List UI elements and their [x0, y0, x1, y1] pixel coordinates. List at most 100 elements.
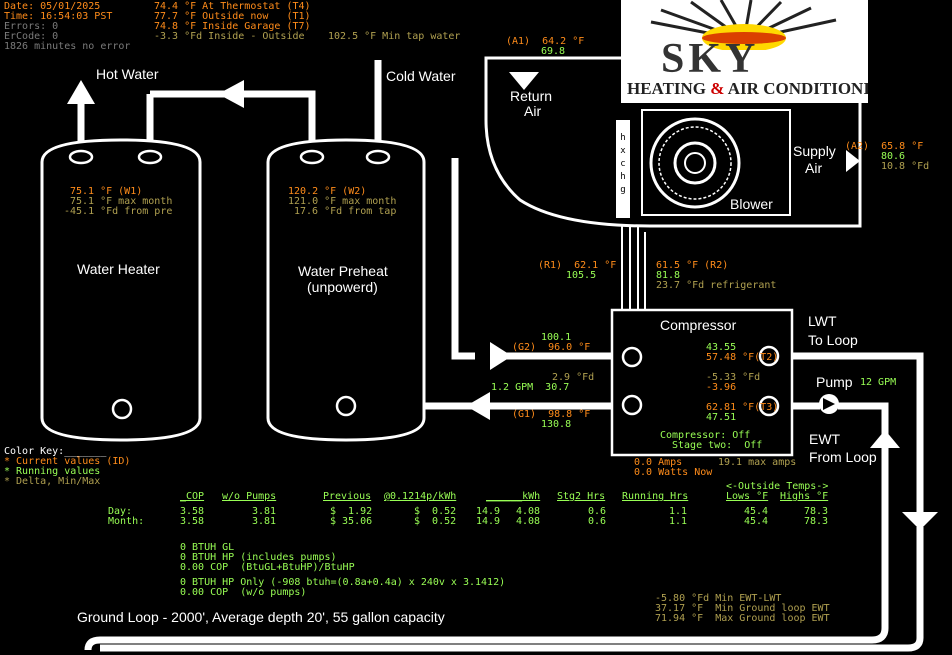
w1-max: 75.1 °F max month — [70, 196, 173, 207]
water-preheat-label-1: Water Preheat — [298, 263, 388, 279]
day-kwh1: 14.9 — [476, 506, 501, 517]
r1-running: 105.5 — [566, 270, 597, 281]
btuh-gl: 0 BTUH GL — [180, 542, 235, 553]
g2-running: 100.1 — [541, 332, 572, 343]
g2-temp: (G2) 96.0 °F — [512, 342, 591, 353]
w2-delta: 17.6 °Fd from tap — [294, 206, 397, 217]
water-preheat-label-2: (unpowerd) — [307, 279, 378, 295]
color-key-delta: * Delta, Min/Max — [4, 476, 101, 487]
max-amps: 19.1 max amps — [718, 457, 797, 468]
t2-temp: 57.48 °F(T2) — [706, 352, 779, 363]
g2-flow-arrow — [490, 342, 512, 370]
blower-label: Blower — [730, 196, 773, 212]
watts: 0.0 Watts Now — [634, 467, 713, 478]
pump-label: Pump — [816, 374, 853, 390]
month-high: 78.3 — [804, 516, 829, 527]
supply-air-label-2: Air — [805, 160, 823, 176]
t3-temp: 62.81 °F(T3) — [706, 402, 779, 413]
month-prev: $ 35.06 — [330, 516, 373, 527]
g1-flow-arrow — [466, 392, 490, 420]
t-delta: -5.33 °Fd — [706, 372, 761, 383]
day-rate: $ 0.52 — [414, 506, 457, 517]
company-logo: SKY HEATING & AIR CONDITIONING — [621, 0, 868, 103]
g1-running: 130.8 — [541, 419, 572, 430]
row-month-label: Month: — [108, 516, 145, 527]
hot-water-arrow — [67, 80, 95, 104]
g-delta: 2.9 °Fd — [552, 372, 595, 383]
loop-max-ewt: 71.94 °F Max Ground loop EWT — [655, 613, 830, 624]
col-wo-pumps: w/o Pumps — [222, 491, 277, 502]
loop-min-delta: -5.80 °Fd Min EWT-LWT — [655, 593, 782, 604]
color-key-running: * Running values — [4, 466, 101, 477]
water-heater-label: Water Heater — [77, 261, 160, 277]
t-delta-running: -3.96 — [706, 382, 737, 393]
status-date: Date: 05/01/2025 — [4, 1, 101, 12]
return-air-label-1: Return — [510, 88, 553, 104]
temp-delta: -3.3 °Fd Inside - Outside — [154, 31, 305, 42]
cold-water-label: Cold Water — [386, 68, 456, 84]
t2-running: 43.55 — [706, 342, 737, 353]
lwt-label-2: To Loop — [808, 332, 858, 348]
compressor-label: Compressor — [660, 317, 737, 333]
status-minutes: 1826 minutes no error — [4, 41, 131, 52]
w1-temp: 75.1 °F (W1) — [70, 186, 143, 197]
day-run: 1.1 — [669, 506, 688, 517]
return-air-running: 69.8 — [541, 46, 566, 57]
status-time: Time: 16:54:03 PST — [4, 11, 113, 22]
stage-two-status: Stage two: Off — [672, 440, 763, 451]
month-low: 45.4 — [744, 516, 769, 527]
w2-max: 121.0 °F max month — [288, 196, 397, 207]
logo-name: SKY — [661, 36, 760, 82]
refrigerant-delta: 23.7 °Fd refrigerant — [656, 280, 777, 291]
col-cop: _COP — [180, 491, 205, 502]
ewt-up-arrow — [870, 430, 900, 448]
day-stg2: 0.6 — [588, 506, 607, 517]
temp-t7: 74.8 °F Inside Garage (T7) — [154, 21, 311, 32]
return-air-a1: (A1) 64.2 °F — [506, 36, 585, 47]
day-cop: 3.58 — [180, 506, 205, 517]
r2-temp: 61.5 °F (R2) — [656, 260, 729, 271]
supply-air-label-1: Supply — [793, 143, 836, 159]
hot-water-label: Hot Water — [96, 66, 159, 82]
status-errors: Errors: 0 — [4, 21, 59, 32]
supply-air-running: 80.6 — [881, 151, 906, 162]
temp-t1: 77.7 °F Outside now (T1) — [154, 11, 311, 22]
pump-gpm: 12 GPM — [860, 377, 897, 388]
outside-temps-header: <-Outside Temps-> — [726, 481, 829, 492]
col-highs: Highs °F — [780, 491, 829, 502]
col-running: Running Hrs — [622, 491, 689, 502]
month-rate: $ 0.52 — [414, 516, 457, 527]
logo-subtitle: HEATING & AIR CONDITIONING — [627, 79, 868, 98]
ewt-label-2: From Loop — [809, 449, 877, 465]
lwt-label-1: LWT — [808, 313, 837, 329]
r1-temp: (R1) 62.1 °F — [538, 260, 617, 271]
status-errcode: ErCode: 0 — [4, 31, 59, 42]
return-air-label-2: Air — [524, 103, 542, 119]
month-kwh2: 4.08 — [516, 516, 541, 527]
col-stg2: Stg2 Hrs — [557, 491, 606, 502]
month-run: 1.1 — [669, 516, 688, 527]
col-kwh: ______kWh — [486, 491, 541, 502]
month-stg2: 0.6 — [588, 516, 607, 527]
flow-gpm: 1.2 GPM 30.7 — [491, 382, 570, 393]
ewt-label-1: EWT — [809, 431, 841, 447]
color-key-title: Color Key:_______ — [4, 446, 107, 457]
supply-air-delta: 10.8 °Fd — [881, 161, 930, 172]
flow-arrow-left — [218, 80, 244, 108]
color-key-current: * Current values (ID) — [4, 456, 131, 467]
btuh-cop: 0.00 COP (BtuGL+BtuHP)/BtuHP — [180, 562, 355, 573]
compressor-status: Compressor: Off — [660, 430, 751, 441]
col-rate: @0.1214p/kWh — [384, 491, 457, 502]
loop-min-ewt: 37.17 °F Min Ground loop EWT — [655, 603, 830, 614]
temp-t4: 74.4 °F At Thermostat (T4) — [154, 1, 311, 12]
g1-temp: (G1) 98.8 °F — [512, 409, 591, 420]
t3-running: 47.51 — [706, 412, 737, 423]
btuh-hp-only: 0 BTUH HP Only (-908 btuh=(0.8a+0.4a) x … — [180, 577, 506, 588]
month-cop: 3.58 — [180, 516, 205, 527]
col-previous: Previous — [323, 491, 372, 502]
ground-loop-label: Ground Loop - 2000', Average depth 20', … — [77, 609, 445, 625]
supply-air-a2: (A2) 65.8 °F — [845, 141, 924, 152]
month-kwh1: 14.9 — [476, 516, 501, 527]
